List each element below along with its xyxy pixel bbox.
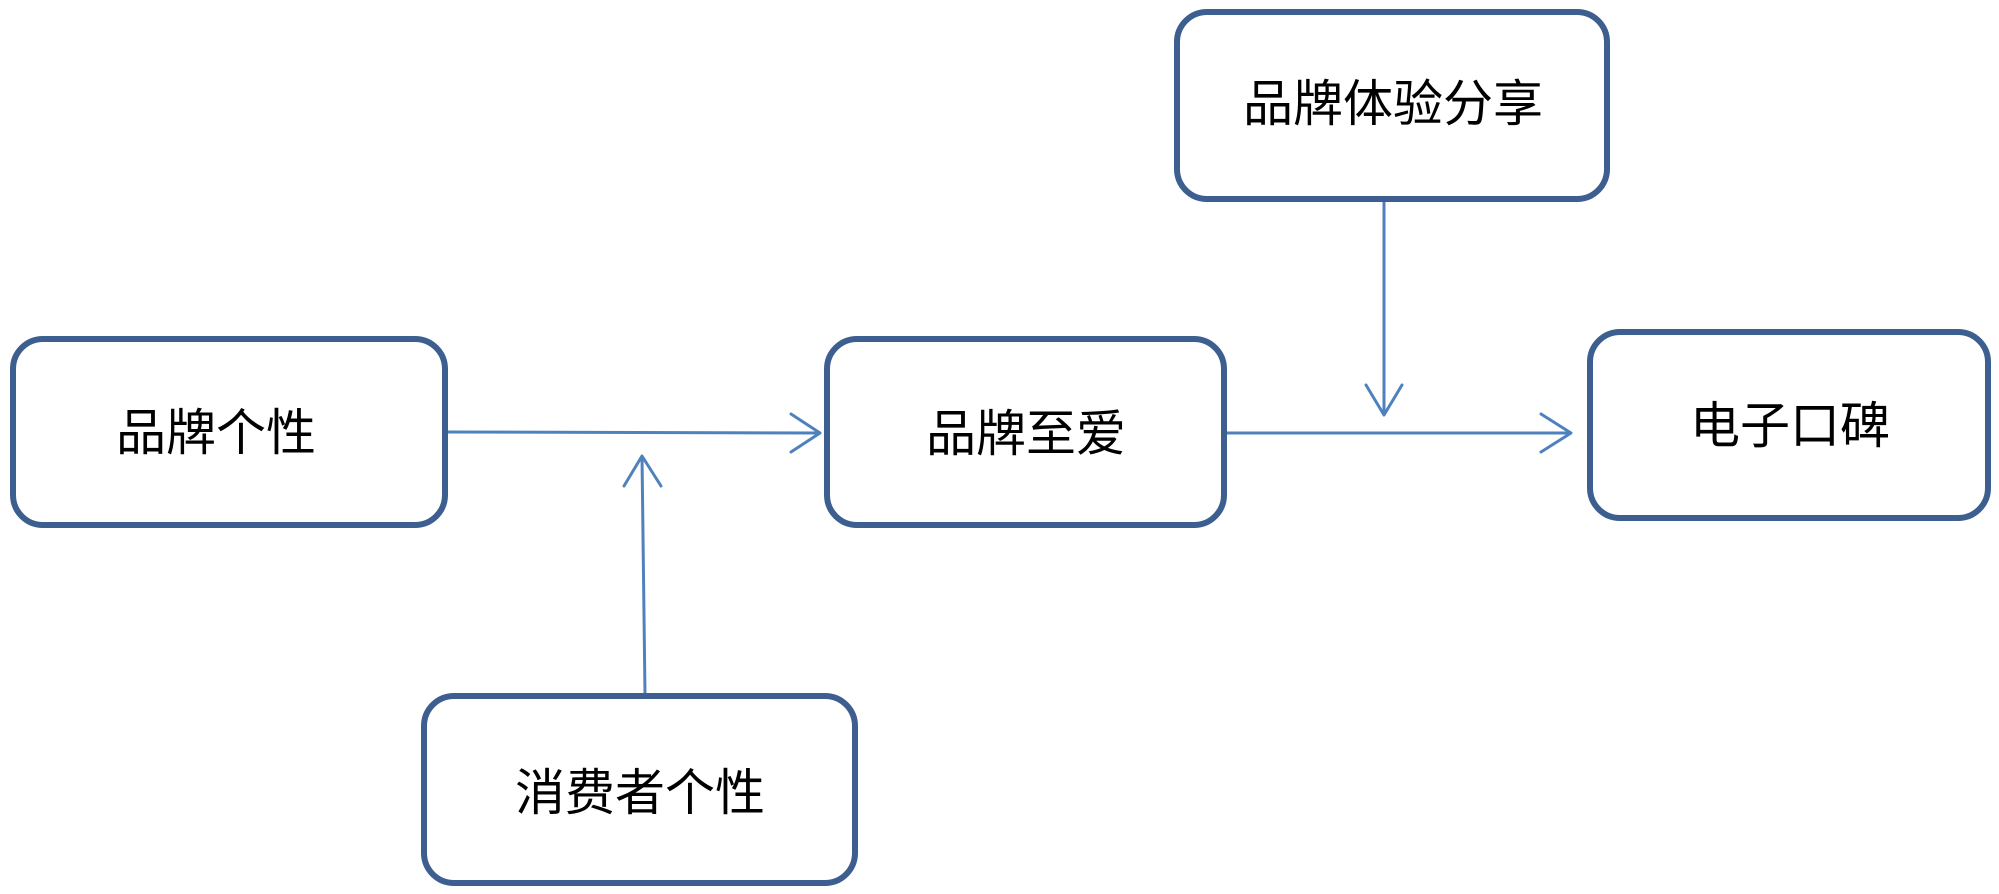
node-consumer-personality: 消费者个性 [421, 693, 858, 886]
node-label: 消费者个性 [515, 764, 765, 822]
arrowhead-moderator-up [622, 454, 663, 488]
edge-consumer-personality-moderator [640, 455, 647, 695]
node-ewom: 电子口碑 [1587, 329, 1991, 521]
node-label: 品牌至爱 [926, 405, 1126, 463]
edges [446, 201, 1573, 695]
node-box [1587, 329, 1991, 521]
node-brand-personality: 品牌个性 [10, 336, 448, 528]
node-box [10, 336, 448, 528]
node-label: 电子口碑 [1690, 397, 1890, 455]
node-brand-love: 品牌至爱 [824, 336, 1227, 528]
node-box [421, 693, 858, 886]
node-box [1174, 9, 1610, 202]
arrowhead-to-ewom [1539, 412, 1573, 454]
arrowhead-moderator-down [1364, 383, 1404, 417]
node-box [824, 336, 1227, 528]
node-brand-experience-sharing: 品牌体验分享 [1174, 9, 1610, 202]
edge-brand-personality-to-brand-love [446, 430, 821, 435]
node-label: 品牌个性 [116, 404, 316, 462]
arrowhead-to-brand-love [789, 412, 822, 454]
node-label: 品牌体验分享 [1243, 75, 1543, 133]
